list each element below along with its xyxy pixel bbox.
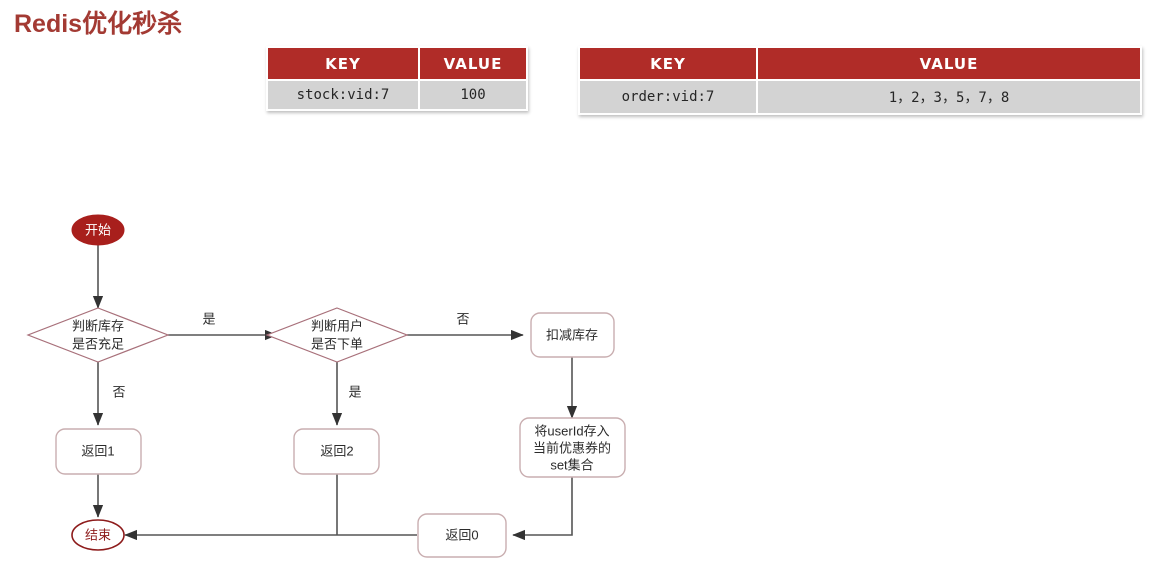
stock-cell-key: stock:vid:7 (268, 81, 418, 109)
order-table: KEY VALUE order:vid:7 1，2，3，5，7，8 (578, 46, 1142, 115)
edge-label-user-no: 否 (456, 311, 469, 326)
stock-cell-value: 100 (420, 81, 526, 109)
node-check-stock-label-line2: 是否充足 (72, 336, 124, 351)
node-return1-label: 返回1 (81, 443, 114, 458)
table-row: order:vid:7 1，2，3，5，7，8 (580, 81, 1140, 113)
node-return1[interactable]: 返回1 (55, 428, 142, 475)
order-cell-key: order:vid:7 (580, 81, 756, 113)
edge-save-to-return0 (512, 477, 573, 541)
table-header-row: KEY VALUE (580, 48, 1140, 79)
node-check-user-label-line1: 判断用户 (311, 318, 363, 333)
stock-header-key: KEY (268, 48, 418, 79)
stock-header-value: VALUE (420, 48, 526, 79)
node-return0[interactable]: 返回0 (417, 513, 507, 558)
node-return2-label: 返回2 (320, 443, 353, 458)
node-end-label: 结束 (85, 527, 111, 542)
node-check-stock-label-line1: 判断库存 (72, 318, 124, 333)
page-title: Redis优化秒杀 (14, 10, 183, 38)
node-start-label: 开始 (85, 222, 111, 237)
edge-label-stock-no: 否 (112, 384, 125, 399)
node-save-userid-label-line2: 当前优惠券的 (533, 440, 611, 455)
node-save-userid-label-line3: set集合 (550, 457, 593, 472)
node-save-userid[interactable]: 将userId存入 当前优惠券的 set集合 (519, 417, 626, 478)
node-save-userid-label-line1: 将userId存入 (534, 423, 609, 438)
node-deduct-stock-label: 扣减库存 (546, 327, 598, 342)
node-deduct-stock[interactable]: 扣减库存 (530, 312, 615, 358)
node-check-user-label-line2: 是否下单 (311, 336, 363, 351)
flowchart-edges (92, 245, 578, 541)
order-header-key: KEY (580, 48, 756, 79)
edge-label-user-yes: 是 (348, 384, 361, 399)
node-start[interactable]: 开始 (71, 214, 125, 246)
order-header-value: VALUE (758, 48, 1140, 79)
seckill-flowchart: 是 否 否 是 开始 判断库存 是否充足 判断用户 是否下单 扣减库存 将use… (26, 214, 626, 558)
node-check-stock[interactable]: 判断库存 是否充足 (26, 307, 170, 363)
table-header-row: KEY VALUE (268, 48, 526, 79)
stock-table: KEY VALUE stock:vid:7 100 (266, 46, 528, 111)
node-check-user[interactable]: 判断用户 是否下单 (265, 307, 409, 363)
node-return2[interactable]: 返回2 (293, 428, 380, 475)
flowchart-edge-labels: 是 否 否 是 (112, 311, 469, 399)
edge-label-stock-yes: 是 (202, 311, 215, 326)
node-return0-label: 返回0 (445, 527, 478, 542)
node-end[interactable]: 结束 (71, 519, 125, 551)
table-row: stock:vid:7 100 (268, 81, 526, 109)
order-cell-value: 1，2，3，5，7，8 (758, 81, 1140, 113)
